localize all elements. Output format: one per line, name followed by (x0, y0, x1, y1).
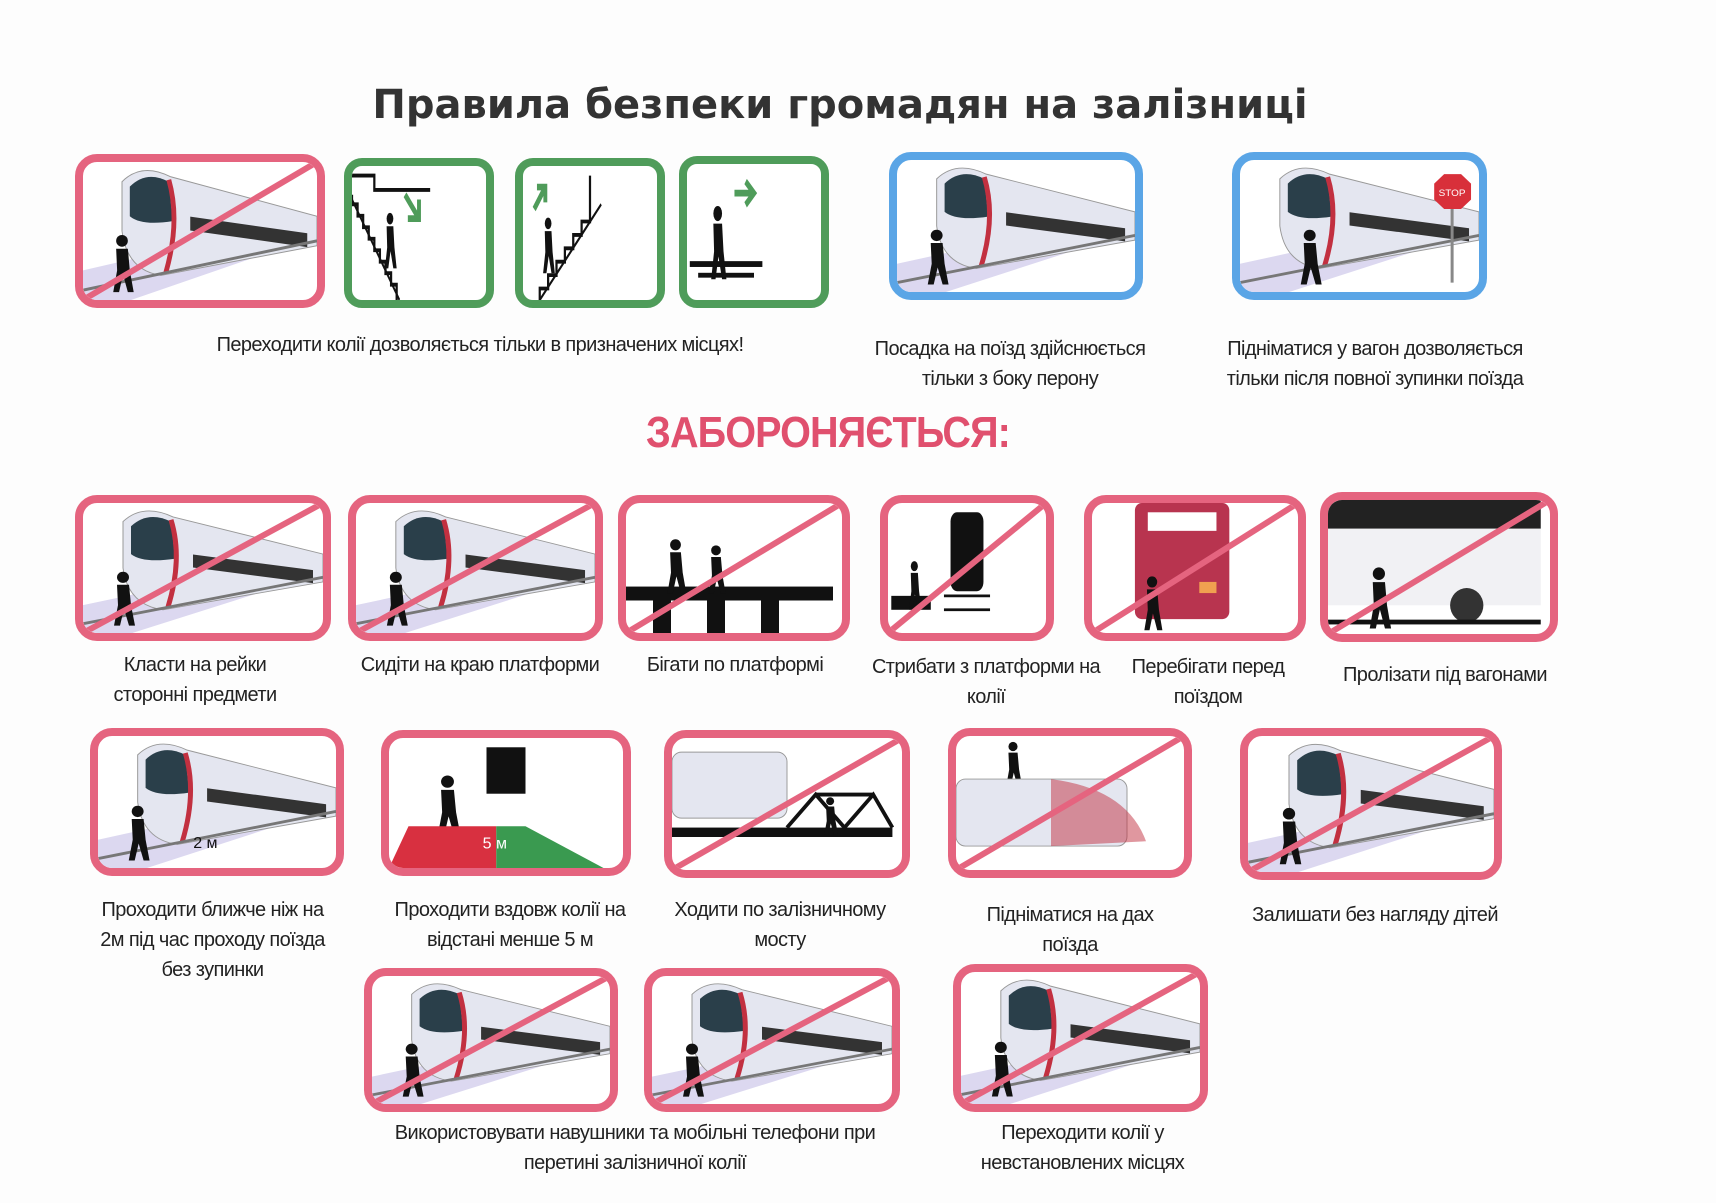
forbidden-caption: Бігати по платформі (646, 654, 824, 676)
no-crossing-icon (75, 154, 325, 308)
stairs-down-icon (344, 158, 494, 308)
sitting-platform-edge-icon (348, 495, 603, 641)
unauthorized-crossing-icon (953, 964, 1208, 1112)
prohibition-slash (1328, 500, 1550, 634)
forbidden-caption: Використовувати навушники та мобільні те… (394, 1122, 876, 1174)
unattended-children-icon (1240, 728, 1502, 880)
railway-bridge-icon (664, 730, 910, 878)
crossing-caption: Переходити колії дозволяється тільки в п… (216, 334, 744, 356)
prohibition-slash (83, 503, 323, 633)
running-in-front-icon (1084, 495, 1306, 641)
prohibition-slash (372, 976, 610, 1104)
pedestrian-bridge-icon (679, 156, 829, 308)
forbidden-heading: ЗАБОРОНЯЄТЬСЯ: (646, 408, 1011, 457)
prohibition-slash (888, 503, 1046, 633)
mobile-phone-icon (644, 968, 900, 1112)
jumping-tracks-icon (880, 495, 1054, 641)
forbidden-caption: Проходити вздовж колії на відстані менше… (394, 899, 627, 951)
prohibition-slash (356, 503, 595, 633)
headphones-icon (364, 968, 618, 1112)
walking-along-track-icon: 5 м (381, 730, 631, 876)
train-stop-icon: STOP (1232, 152, 1487, 300)
crawling-under-icon (1320, 492, 1558, 642)
running-platform-icon (618, 495, 850, 641)
distance-label: 5 м (483, 836, 507, 853)
boarding-platform-icon (889, 152, 1143, 300)
prohibition-slash (1092, 503, 1298, 633)
forbidden-caption: Проходити ближче ніж на 2м під час прохо… (100, 899, 325, 981)
prohibition-slash (672, 738, 902, 870)
prohibition-slash (1248, 736, 1494, 872)
prohibition-slash (626, 503, 842, 633)
forbidden-caption: Переходити колії у невстановлених місцях (980, 1122, 1185, 1174)
prohibition-slash (83, 162, 317, 300)
train-roof-icon (948, 728, 1192, 878)
forbidden-caption: Залишати без нагляду дітей (1252, 904, 1498, 926)
prohibition-slash (961, 972, 1200, 1104)
stop-sign-text: STOP (1439, 188, 1466, 199)
page-title: Правила безпеки громадян на залізниці (372, 82, 1308, 128)
forbidden-caption: Перебігати перед поїздом (1131, 656, 1285, 708)
prohibition-slash (956, 736, 1184, 870)
prohibition-slash (652, 976, 892, 1104)
forbidden-caption: Класти на рейки сторонні предмети (113, 654, 277, 706)
forbidden-caption: Пролізати під вагонами (1343, 664, 1548, 686)
stop-caption: Підніматися у вагон дозволяється тільки … (1226, 338, 1524, 390)
passing-train-distance-icon: 2 м (90, 728, 344, 876)
forbidden-caption: Ходити по залізничному мосту (674, 899, 886, 951)
boarding-caption: Посадка на поїзд здійснюється тільки з б… (874, 338, 1146, 390)
forbidden-caption: Сидіти на краю платформи (360, 654, 600, 676)
forbidden-caption: Стрибати з платформи на колії (871, 656, 1101, 708)
stairs-up-icon (515, 158, 665, 308)
objects-on-rails-icon (75, 495, 331, 641)
distance-label: 2 м (193, 835, 217, 852)
forbidden-caption: Підніматися на дах поїзда (986, 904, 1154, 956)
